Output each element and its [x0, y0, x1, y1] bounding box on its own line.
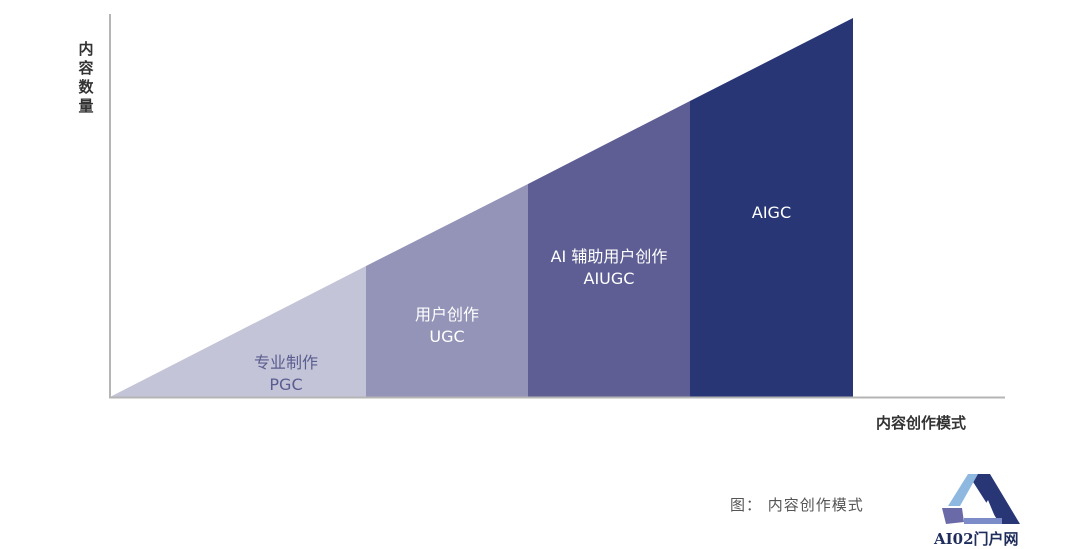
- segment-pgc: [110, 266, 366, 397]
- aigc-label: AIGC: [690, 202, 853, 224]
- figure-caption: 图： 内容创作模式: [730, 496, 864, 514]
- ai02-logo-icon: [942, 474, 1020, 524]
- ugc-label: 用户创作 UGC: [370, 304, 524, 348]
- ugc-code: UGC: [429, 327, 465, 346]
- y-axis-label: 内容数量: [78, 40, 94, 115]
- pgc-code: PGC: [269, 375, 303, 394]
- pgc-label: 专业制作 PGC: [216, 352, 356, 396]
- watermark-text: AI02门户网: [934, 530, 1019, 548]
- segment-aiugc: [528, 101, 690, 397]
- segment-ugc: [366, 184, 528, 397]
- aigc-code: AIGC: [751, 203, 792, 222]
- pgc-name: 专业制作: [253, 353, 318, 372]
- ugc-name: 用户创作: [414, 305, 479, 324]
- segment-aigc: [690, 18, 853, 397]
- aiugc-label: AI 辅助用户创作 AIUGC: [528, 246, 690, 290]
- aiugc-name: AI 辅助用户创作: [550, 247, 668, 266]
- aiugc-code: AIUGC: [583, 269, 635, 288]
- x-axis-label: 内容创作模式: [876, 414, 967, 432]
